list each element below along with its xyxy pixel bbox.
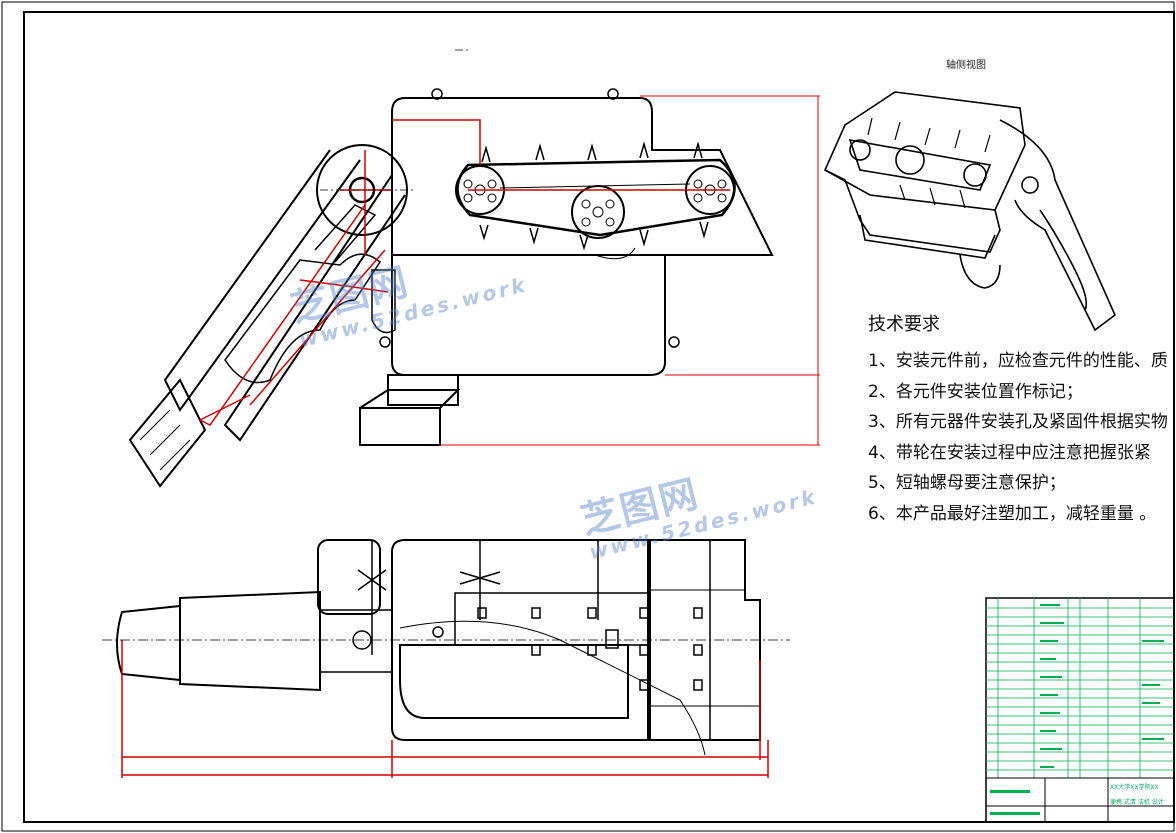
requirement-item: 1、安装元件前，应检查元件的性能、质: [868, 351, 1168, 371]
title-block-school: XX大学XX学院XX: [1110, 784, 1159, 791]
parts-list: [985, 597, 1175, 823]
top-view: [116, 539, 761, 756]
top-view-dimensions: [121, 640, 769, 778]
isometric-view-label: 轴侧视图: [946, 60, 986, 71]
inner-border: [23, 11, 1175, 823]
technical-requirements: 技术要求 1、安装元件前，应检查元件的性能、质 2、各元件安装位置作标记； 3、…: [868, 310, 1176, 529]
isometric-view: [823, 91, 1116, 332]
technical-requirements-title: 技术要求: [868, 314, 940, 335]
requirement-item: 6、本产品最好注塑加工，减轻重量 。: [868, 503, 1157, 524]
title-block-drawing-name: 便携 式清 洁机 设计: [1110, 799, 1164, 806]
front-view-centerlines: [320, 49, 470, 191]
requirement-item: 4、带轮在安装过程中应注意把握张紧: [868, 442, 1151, 463]
requirement-item: 5、短轴螺母要注意保护；: [868, 473, 1066, 493]
requirement-item: 2、各元件安装位置作标记；: [868, 381, 1083, 402]
requirement-item: 3、所有元器件安装孔及紧固件根据实物: [868, 412, 1168, 432]
